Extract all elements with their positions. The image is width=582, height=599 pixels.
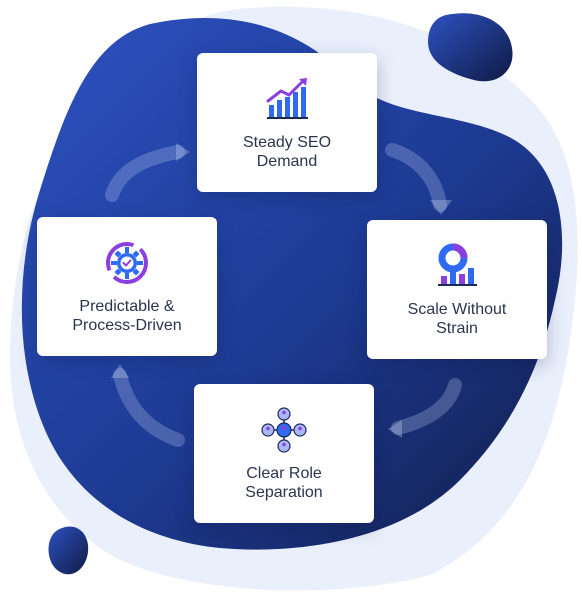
cycle-arrowhead-bottom-left <box>111 364 129 378</box>
cycle-arrow-top-left <box>105 145 185 202</box>
card-steady-seo-demand: Steady SEO Demand <box>197 53 377 192</box>
card-title-line2: Strain <box>436 319 478 337</box>
cycle-arrow-bottom-right <box>391 378 462 435</box>
cycle-arrow-bottom-left <box>113 368 185 447</box>
card-clear-role-separation: Clear Role Separation <box>194 384 374 523</box>
card-title-line2: Separation <box>245 483 323 501</box>
process-gear-icon <box>106 241 148 284</box>
card-predictable-process-driven: Predictable & Process-Driven <box>37 217 217 356</box>
cycle-arrowhead-bottom-right <box>388 420 402 438</box>
card-title-line2: Process-Driven <box>72 316 182 334</box>
cycle-arrowhead-top-left <box>176 143 190 161</box>
cycle-arrowhead-top-right <box>430 200 452 215</box>
team-network-icon <box>261 406 307 453</box>
decor-blob-bottom-left <box>48 526 89 575</box>
card-title-line1: Steady SEO <box>242 133 332 151</box>
card-scale-without-strain: Scale Without Strain <box>367 220 547 359</box>
card-title-line1: Clear Role <box>246 464 322 482</box>
background-blob <box>21 17 563 550</box>
card-title-line2: Demand <box>256 152 318 170</box>
cycle-arrow-top-right <box>385 143 447 212</box>
card-title-line1: Scale Without <box>407 300 507 318</box>
decor-blob-top-right <box>428 13 513 82</box>
card-title-line1: Predictable & <box>79 297 175 315</box>
growth-chart-icon <box>266 77 308 119</box>
analytics-dashboard-icon <box>438 243 477 286</box>
